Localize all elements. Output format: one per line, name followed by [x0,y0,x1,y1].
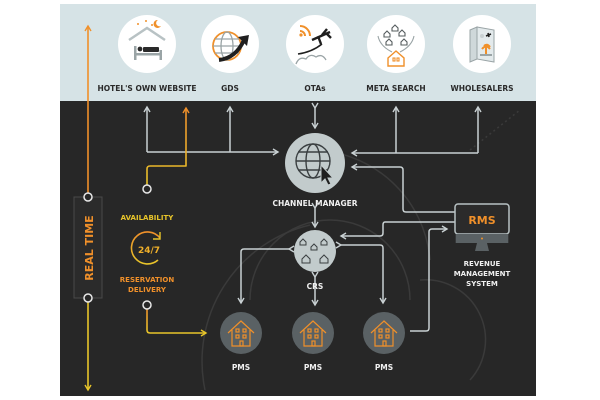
globe-cursor-icon [295,143,335,186]
channel-label-hotel-website: HOTEL'S OWN WEBSITE [97,84,196,93]
bed-under-roof-icon [128,19,166,60]
availability-label: AVAILABILITY [121,214,175,222]
hotel-building-icon [370,320,398,347]
pms-node-3[interactable] [363,312,405,354]
rms-label-line2: MANAGEMENT [454,270,511,278]
connector-availability [146,106,190,186]
channel-label-otas: OTAs [304,84,326,93]
channel-manager-label: CHANNEL MANAGER [272,199,357,208]
channel-hotel-website[interactable] [118,15,176,73]
connector-rms-crs [339,221,455,240]
brochure-icon [469,26,495,63]
real-time-label: REAL TIME [83,215,96,280]
rms-label-line1: REVENUE [464,260,501,268]
availability-cycle: AVAILABILITY 24/7 RESERVATION DELIVERY [120,184,175,310]
channel-gds[interactable] [201,15,259,73]
channel-label-meta-search: META SEARCH [366,84,425,93]
wifi-plane-icon [295,25,332,65]
channel-meta-search[interactable] [367,15,425,73]
rms-node[interactable]: RMS [454,203,510,251]
hotel-building-icon [227,320,255,347]
pms-node-2[interactable] [292,312,334,354]
channel-label-wholesalers: WHOLESALERS [450,84,513,93]
rms-screen-label: RMS [468,214,495,227]
channel-label-gds: GDS [221,84,239,93]
real-time-box: REAL TIME [73,192,103,303]
houses-cluster-icon [299,238,329,264]
houses-funnel-icon [377,24,415,67]
rms-label-line3: SYSTEM [466,280,498,288]
connectors [84,24,482,392]
connector-pms3-rms [410,225,449,332]
reservation-label-line1: RESERVATION [120,276,175,284]
crs-node[interactable] [294,230,336,272]
globe-arrow-icon [212,31,249,62]
reservation-label-line2: DELIVERY [128,286,167,294]
pms-label-2: PMS [304,363,322,372]
cycle-arrow-icon [130,231,161,265]
connector-crs-pms3 [335,241,387,305]
pms-node-1[interactable] [220,312,262,354]
channel-manager-node[interactable] [285,133,345,193]
channel-wholesalers[interactable] [453,15,511,73]
cycle-center-label: 24/7 [138,246,160,256]
monitor-icon [454,203,510,251]
crs-label: CRS [307,282,324,291]
channel-otas[interactable] [286,15,344,73]
connector-reservation [146,307,208,337]
pms-label-3: PMS [375,363,393,372]
connector-rms-cm [350,163,455,213]
hotel-building-icon [299,320,327,347]
connector-crs-pms1 [237,245,295,305]
pms-label-1: PMS [232,363,250,372]
